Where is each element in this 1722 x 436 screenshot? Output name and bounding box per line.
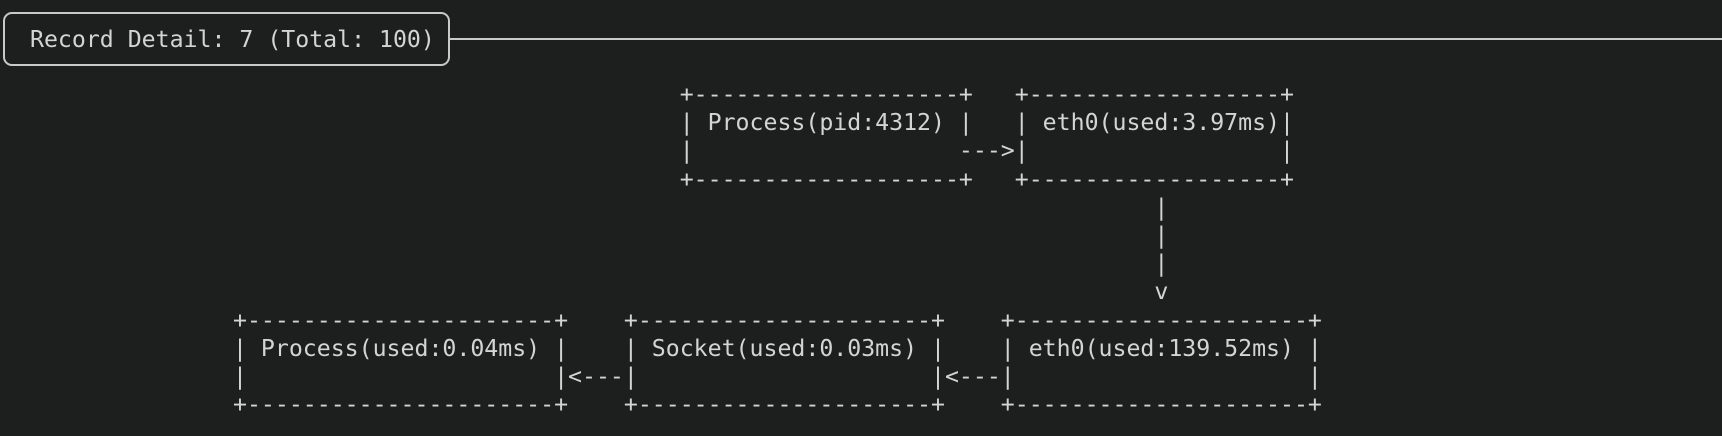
- panel-border-line: [448, 38, 1722, 40]
- ascii-flow-diagram: +-------------------+ +-----------------…: [233, 81, 1322, 419]
- record-detail-title-text: Record Detail: 7 (Total: 100): [30, 25, 435, 53]
- record-detail-panel-title: Record Detail: 7 (Total: 100): [3, 12, 450, 66]
